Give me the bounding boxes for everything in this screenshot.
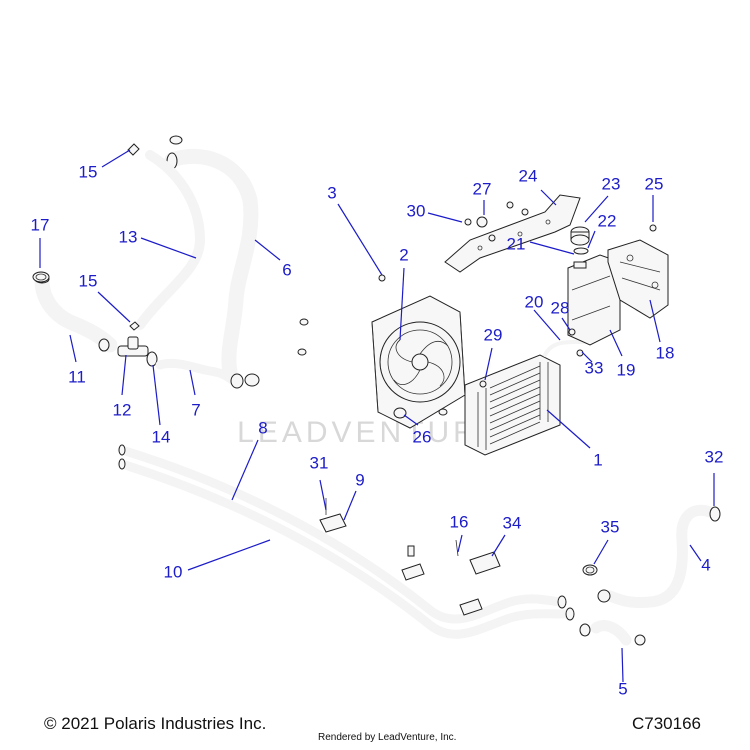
callout-34: 34 bbox=[503, 513, 522, 532]
hose-4 bbox=[604, 504, 716, 608]
seal-22 bbox=[573, 247, 589, 255]
reservoir-19 bbox=[567, 254, 621, 346]
clamp-34 bbox=[469, 551, 501, 575]
hose-7 bbox=[155, 358, 237, 385]
callout-12: 12 bbox=[113, 400, 132, 419]
bracket-24 bbox=[444, 194, 581, 273]
callout-35: 35 bbox=[601, 517, 620, 536]
fan-grommets bbox=[297, 274, 448, 416]
callout-5: 5 bbox=[618, 679, 627, 698]
callout-32: 32 bbox=[705, 447, 724, 466]
clamp-5 bbox=[579, 623, 646, 646]
callout-18: 18 bbox=[656, 343, 675, 362]
tee-connector-12 bbox=[117, 336, 149, 357]
callout-33: 33 bbox=[585, 358, 604, 377]
callout-16: 16 bbox=[450, 512, 469, 531]
callout-3: 3 bbox=[327, 183, 336, 202]
radiator-1 bbox=[464, 339, 587, 456]
callout-4: 4 bbox=[701, 555, 710, 574]
clamp-17 bbox=[32, 271, 50, 283]
tube-10 bbox=[117, 459, 573, 639]
cap-23 bbox=[570, 226, 590, 246]
callout-27: 27 bbox=[473, 179, 492, 198]
clamp-9 bbox=[319, 513, 347, 533]
grommet-26 bbox=[393, 407, 407, 419]
callout-23: 23 bbox=[602, 174, 621, 193]
hose-5 bbox=[590, 620, 632, 646]
callout-25: 25 bbox=[645, 174, 664, 193]
bolts-24 bbox=[464, 201, 529, 242]
callout-8: 8 bbox=[258, 418, 267, 437]
hose-13 bbox=[135, 150, 205, 330]
callout-1: 1 bbox=[593, 450, 602, 469]
callout-28: 28 bbox=[551, 298, 570, 317]
clamp-mid-1 bbox=[401, 545, 425, 581]
clamp-4 bbox=[597, 589, 611, 603]
callout-31: 31 bbox=[310, 453, 329, 472]
callout-17: 17 bbox=[31, 215, 50, 234]
hose-11 bbox=[34, 272, 118, 353]
clamp-12 bbox=[98, 338, 110, 352]
callout-2: 2 bbox=[399, 245, 408, 264]
callout-11: 11 bbox=[68, 367, 86, 386]
callout-14: 14 bbox=[152, 427, 171, 446]
callout-30: 30 bbox=[407, 201, 426, 220]
callout-29: 29 bbox=[484, 325, 503, 344]
callout-20: 20 bbox=[525, 292, 544, 311]
callout-26: 26 bbox=[413, 427, 432, 446]
bolt-33 bbox=[576, 349, 584, 357]
leader-lines bbox=[39, 149, 715, 683]
callout-6: 6 bbox=[282, 260, 291, 279]
clamp-35 bbox=[582, 564, 598, 576]
clamp-7 bbox=[230, 373, 260, 389]
bolt-25 bbox=[649, 224, 657, 232]
rendered-by-text: Rendered by LeadVenture, Inc. bbox=[318, 732, 457, 743]
tube-ends bbox=[118, 444, 575, 621]
callouts: 15 3 27 24 23 25 30 22 17 13 2 6 21 15 2… bbox=[31, 162, 724, 698]
clamp-15-top bbox=[127, 143, 140, 156]
fan-assembly-2 bbox=[371, 295, 466, 429]
screw-16 bbox=[455, 539, 459, 557]
watermark-text: LEADVENTURE bbox=[237, 416, 503, 449]
clamp-14 bbox=[146, 351, 158, 367]
callout-24: 24 bbox=[519, 166, 538, 185]
bolt-28 bbox=[568, 328, 576, 336]
callout-10: 10 bbox=[164, 562, 183, 581]
callout-22: 22 bbox=[598, 211, 617, 230]
clamp-mid-2 bbox=[459, 598, 483, 616]
clamp-32 bbox=[709, 506, 721, 522]
callout-19: 19 bbox=[617, 360, 636, 379]
bracket-18 bbox=[607, 239, 669, 319]
callout-7: 7 bbox=[191, 400, 200, 419]
callout-13: 13 bbox=[119, 227, 138, 246]
screw-29 bbox=[479, 380, 487, 388]
clamp-top bbox=[169, 135, 183, 145]
clamp-15-mid bbox=[129, 321, 140, 331]
drawing-number: C730166 bbox=[632, 714, 702, 733]
tube-8 bbox=[117, 445, 565, 624]
callout-21: 21 bbox=[507, 234, 526, 253]
callout-9: 9 bbox=[355, 470, 364, 489]
callout-15b: 15 bbox=[79, 271, 98, 290]
copyright-text: © 2021 Polaris Industries Inc. bbox=[44, 714, 267, 733]
callout-15a: 15 bbox=[79, 162, 98, 181]
